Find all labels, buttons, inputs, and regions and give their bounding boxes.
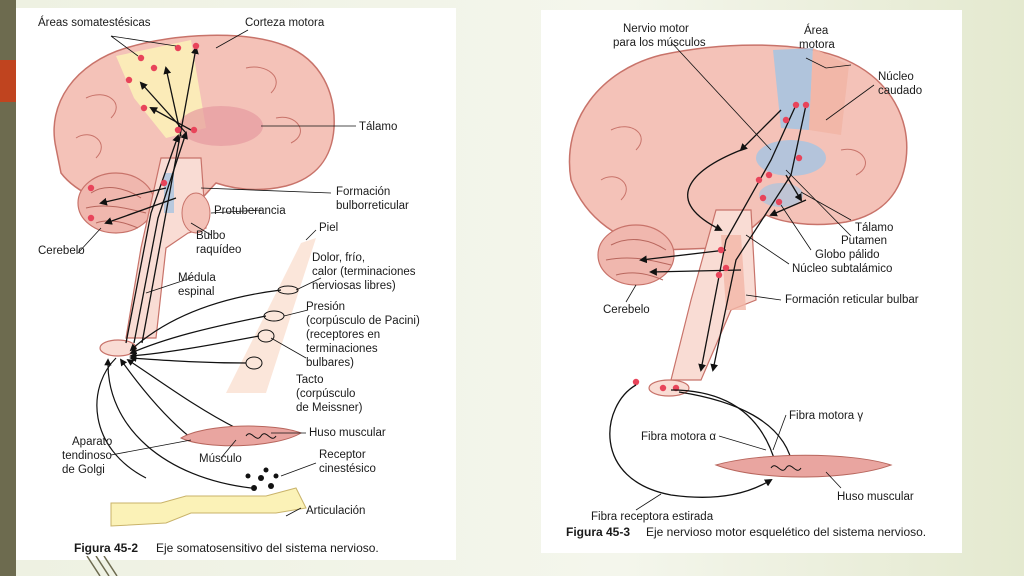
label-presion-2: (corpúsculo de Pacini) [306, 315, 420, 327]
label-globo-palido: Globo pálido [815, 249, 880, 261]
label-dolor-3: nerviosas libres) [312, 280, 396, 292]
cerebellum [597, 224, 675, 286]
label-tacto-1: Tacto [296, 374, 324, 386]
motor-diagram: Nervio motor para los músculos Área moto… [566, 23, 926, 539]
basal-ganglia [756, 140, 826, 176]
skin-strip [226, 238, 316, 393]
label-formacion-1: Formación [336, 186, 390, 198]
label-nervio-1: Nervio motor [623, 23, 689, 35]
slide-left-stripe [0, 0, 16, 576]
label-areas-somatestesicas: Áreas somatestésicas [38, 16, 151, 29]
label-aparato-1: Aparato [72, 436, 112, 448]
label-nucleo-1: Núcleo [878, 71, 914, 83]
label-presion-1: Presión [306, 301, 345, 313]
label-medula-1: Médula [178, 272, 216, 284]
caption-right-label: Figura 45-3 [566, 525, 630, 539]
label-formacion-reticular: Formación reticular bulbar [785, 294, 919, 306]
label-presion-5: bulbares) [306, 357, 354, 369]
slide-accent-stripe [0, 60, 16, 102]
pathway-dots [632, 101, 810, 392]
thalamus-region [179, 106, 263, 146]
label-tacto-3: de Meissner) [296, 402, 363, 414]
caption-right-text: Eje nervioso motor esquelético del siste… [646, 525, 926, 539]
label-piel: Piel [319, 222, 338, 234]
caption-left-text: Eje somatosensitivo del sistema nervioso… [156, 541, 379, 555]
label-articulacion: Articulación [306, 505, 365, 517]
label-tacto-2: (corpúsculo [296, 388, 355, 400]
caption-left-label: Figura 45-2 [74, 541, 138, 555]
label-musculo: Músculo [199, 453, 242, 465]
arm-skeleton [110, 487, 307, 527]
pathway-dots [87, 42, 200, 222]
label-area-2: motora [799, 39, 835, 51]
motor-area-pink [809, 48, 849, 135]
label-dolor-1: Dolor, frío, [312, 252, 365, 264]
label-formacion-2: bulborreticular [336, 200, 409, 212]
label-nucleo-subtalamico: Núcleo subtalámico [792, 263, 892, 275]
label-nucleo-2: caudado [878, 85, 922, 97]
label-protuberancia: Protuberancia [214, 205, 286, 217]
label-bulbo-1: Bulbo [196, 230, 225, 242]
spinal-cord-section [99, 339, 137, 357]
label-huso-muscular: Huso muscular [837, 491, 914, 503]
label-fibra-receptora: Fibra receptora estirada [591, 511, 714, 523]
motor-area-blue [773, 48, 813, 130]
label-nervio-2: para los músculos [613, 37, 706, 49]
label-cerebelo: Cerebelo [603, 304, 650, 316]
label-bulbo-2: raquídeo [196, 244, 241, 256]
label-presion-4: terminaciones [306, 343, 378, 355]
label-receptor-2: cinestésico [319, 463, 376, 475]
label-medula-2: espinal [178, 286, 214, 298]
label-talamo: Tálamo [359, 121, 397, 133]
label-fibra-gamma: Fibra motora γ [789, 410, 863, 422]
label-cerebelo: Cerebelo [38, 245, 85, 257]
label-receptor-1: Receptor [319, 449, 366, 461]
kinesthetic-receptor [245, 467, 279, 491]
somatosensory-diagram: Áreas somatestésicas Corteza motora Tála… [38, 16, 420, 555]
label-talamo: Tálamo [855, 222, 893, 234]
cerebellum [77, 172, 155, 234]
label-putamen: Putamen [841, 235, 887, 247]
label-presion-3: (receptores en [306, 329, 380, 341]
label-fibra-alfa: Fibra motora α [641, 431, 716, 443]
muscle-spindle [714, 454, 893, 478]
label-area-1: Área [804, 24, 829, 37]
figure-somatosensory-panel: Áreas somatestésicas Corteza motora Tála… [16, 8, 456, 560]
label-dolor-2: calor (terminaciones [312, 266, 416, 278]
label-huso-muscular: Huso muscular [309, 427, 386, 439]
slide-decoration [86, 556, 118, 576]
figure-motor-panel: Nervio motor para los músculos Área moto… [541, 10, 962, 553]
label-aparato-3: de Golgi [62, 464, 105, 476]
label-aparato-2: tendinoso [62, 450, 112, 462]
label-corteza-motora: Corteza motora [245, 17, 325, 29]
muscle [179, 425, 303, 447]
spinal-cord-section [648, 379, 690, 397]
